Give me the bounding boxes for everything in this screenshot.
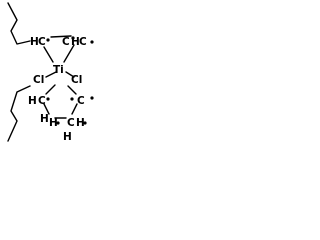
upper-butyl-chain bbox=[7, 2, 31, 45]
lower-ring-bond-upper-right bbox=[67, 85, 77, 95]
atom-label-h-lower-mid-left: H bbox=[40, 113, 49, 125]
radical-dot-lower-5 bbox=[83, 121, 87, 125]
radical-dot-lower-3 bbox=[90, 96, 94, 100]
atom-label-h-lower-bottom: H bbox=[63, 131, 72, 143]
atom-label-c-lower-upper-right: C bbox=[77, 95, 85, 107]
atom-label-h-upper-left: H bbox=[30, 36, 39, 48]
lower-ring-bond-upper-left bbox=[45, 84, 56, 95]
ti-cl-bond-left bbox=[45, 71, 57, 78]
atom-label-ti: Ti bbox=[53, 64, 64, 76]
ti-cl-bond-right bbox=[65, 71, 75, 78]
lower-butyl-chain bbox=[7, 85, 31, 142]
atom-label-c-upper-center: C bbox=[62, 36, 70, 48]
radical-dot-upper-2 bbox=[71, 36, 75, 40]
lower-ring-bond-left bbox=[43, 103, 50, 115]
atom-label-h-lower-bottom-left: H bbox=[49, 117, 58, 129]
radical-dot-upper-3 bbox=[90, 40, 94, 44]
radical-dot-lower-2 bbox=[70, 97, 74, 101]
radical-dot-lower-1 bbox=[46, 97, 50, 101]
atom-label-h-lower-right: H bbox=[76, 117, 85, 129]
atom-label-c-upper-left: C bbox=[38, 36, 46, 48]
atom-label-h-lower-upper-left: H bbox=[28, 95, 37, 107]
atom-label-c-lower-bottom-right: C bbox=[67, 117, 75, 129]
atom-label-cl-left: Cl bbox=[33, 74, 44, 86]
upper-ring-bond-top bbox=[50, 35, 72, 38]
atom-label-c-lower-upper-left: C bbox=[38, 95, 46, 107]
atom-label-c-upper-right: C bbox=[79, 36, 87, 48]
upper-ring-bond-left bbox=[43, 46, 54, 63]
lower-ring-bond-right bbox=[71, 103, 78, 115]
radical-dot-upper-1 bbox=[46, 38, 50, 42]
atom-label-h-upper-right: H bbox=[71, 36, 80, 48]
radical-dot-lower-4 bbox=[56, 121, 60, 125]
chemical-structure-diagram: H C C H C Cl Ti Cl H C C H H C H H bbox=[7, 2, 94, 143]
atom-label-cl-right: Cl bbox=[71, 74, 82, 86]
upper-ring-bond-right bbox=[63, 44, 75, 63]
